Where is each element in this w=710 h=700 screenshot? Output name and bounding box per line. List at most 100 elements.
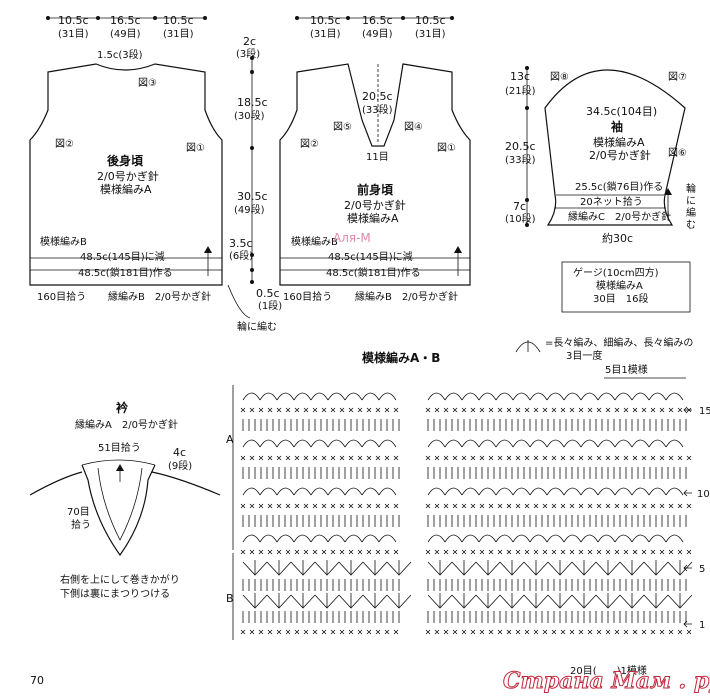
single-crochet-symbol xyxy=(434,629,440,635)
front-hook: 2/0号かぎ針 xyxy=(344,198,406,212)
chain-arc xyxy=(580,487,599,496)
dim-dot xyxy=(525,66,529,70)
front-dim-left: 10.5c xyxy=(310,14,341,27)
single-crochet-symbol xyxy=(321,629,327,635)
single-crochet-symbol xyxy=(659,549,665,555)
single-crochet-symbol xyxy=(488,629,494,635)
chain-arc xyxy=(259,487,278,496)
dim-dot xyxy=(250,146,254,150)
single-crochet-symbol xyxy=(596,629,602,635)
sleeve-rows-2: (33段) xyxy=(505,153,536,166)
single-crochet-symbol xyxy=(623,549,629,555)
single-crochet-symbol xyxy=(443,503,449,509)
single-crochet-symbol xyxy=(632,455,638,461)
single-crochet-symbol xyxy=(357,503,363,509)
collar-inner xyxy=(97,467,143,541)
single-crochet-symbol xyxy=(339,407,345,413)
single-crochet-symbol xyxy=(659,629,665,635)
chain-arc xyxy=(648,392,667,401)
single-crochet-symbol xyxy=(393,549,399,555)
front-watermark: Аля-М xyxy=(333,231,371,245)
single-crochet-symbol xyxy=(587,503,593,509)
single-crochet-symbol xyxy=(497,455,503,461)
chain-arc xyxy=(461,534,480,543)
single-crochet-symbol xyxy=(384,407,390,413)
single-crochet-symbol xyxy=(686,503,692,509)
chain-arc xyxy=(344,534,363,543)
v-round-label: 輪に編む xyxy=(237,320,277,333)
single-crochet-symbol xyxy=(497,407,503,413)
chain-arc xyxy=(242,392,261,401)
single-crochet-symbol xyxy=(569,455,575,461)
gauge-box: ゲージ(10cm四方) 模様編みA 30目 16段 xyxy=(561,261,691,313)
single-crochet-symbol xyxy=(569,407,575,413)
chain-arc xyxy=(378,439,397,448)
chain-arc xyxy=(597,534,616,543)
single-crochet-symbol xyxy=(623,407,629,413)
single-crochet-symbol xyxy=(587,549,593,555)
stitch-pattern-grid xyxy=(240,392,693,635)
dim-dot xyxy=(250,253,254,257)
single-crochet-symbol xyxy=(551,455,557,461)
chain-arc xyxy=(427,534,446,543)
single-crochet-symbol xyxy=(267,455,273,461)
chain-arc xyxy=(580,392,599,401)
single-crochet-symbol xyxy=(677,549,683,555)
single-crochet-symbol xyxy=(348,455,354,461)
single-crochet-symbol xyxy=(357,455,363,461)
single-crochet-symbol xyxy=(375,629,381,635)
single-crochet-symbol xyxy=(276,407,282,413)
collar-note-2: 下側は裏にまつりつける xyxy=(60,587,170,600)
single-crochet-symbol xyxy=(533,455,539,461)
single-crochet-symbol xyxy=(285,549,291,555)
front-fig2: 図② xyxy=(300,138,319,150)
chain-arc xyxy=(293,487,312,496)
single-crochet-symbol xyxy=(524,629,530,635)
single-crochet-symbol xyxy=(506,407,512,413)
sleeve-cuff-start: 25.5c(鎖76目)作る xyxy=(575,180,663,193)
single-crochet-symbol xyxy=(339,503,345,509)
single-crochet-symbol xyxy=(488,455,494,461)
collar-outer xyxy=(81,464,156,557)
single-crochet-symbol xyxy=(240,549,246,555)
single-crochet-symbol xyxy=(587,407,593,413)
chain-arc xyxy=(614,534,633,543)
chain-arc xyxy=(512,392,531,401)
single-crochet-symbol xyxy=(632,407,638,413)
single-crochet-symbol xyxy=(551,549,557,555)
page-number: 70 xyxy=(30,674,44,687)
single-crochet-symbol xyxy=(668,549,674,555)
chain-arc xyxy=(293,439,312,448)
body-vertical-dimensions: 2c (3段) 18.5c (30段) 30.5c (49段) 3.5c (6段… xyxy=(227,35,282,333)
single-crochet-symbol xyxy=(587,629,593,635)
back-dim-center: 16.5c xyxy=(110,14,141,27)
sleeve-pattern: 模様編みA xyxy=(593,135,645,149)
single-crochet-symbol xyxy=(425,629,431,635)
single-crochet-symbol xyxy=(605,549,611,555)
single-crochet-symbol xyxy=(276,503,282,509)
single-crochet-symbol xyxy=(249,629,255,635)
v-rows-1: (3段) xyxy=(236,47,260,60)
sleeve-pick: 20ネット拾う xyxy=(580,195,643,208)
single-crochet-symbol xyxy=(294,407,300,413)
single-crochet-symbol xyxy=(330,629,336,635)
gauge-value: 30目 16段 xyxy=(593,292,648,305)
single-crochet-symbol xyxy=(276,629,282,635)
single-crochet-symbol xyxy=(393,629,399,635)
back-pick: 160目拾う xyxy=(37,290,86,303)
single-crochet-symbol xyxy=(524,549,530,555)
single-crochet-symbol xyxy=(524,455,530,461)
single-crochet-symbol xyxy=(461,549,467,555)
chain-arc xyxy=(512,439,531,448)
single-crochet-symbol xyxy=(488,549,494,555)
chain-arc xyxy=(310,534,329,543)
chain-arc xyxy=(563,487,582,496)
chain-arc xyxy=(327,487,346,496)
front-v-bottom: 11目 xyxy=(366,152,389,163)
chain-arc xyxy=(580,534,599,543)
front-edge-label: 模様編みB xyxy=(291,235,338,248)
sleeve-bottom: 約30c xyxy=(602,231,633,245)
chain-arc xyxy=(597,439,616,448)
single-crochet-symbol xyxy=(560,629,566,635)
